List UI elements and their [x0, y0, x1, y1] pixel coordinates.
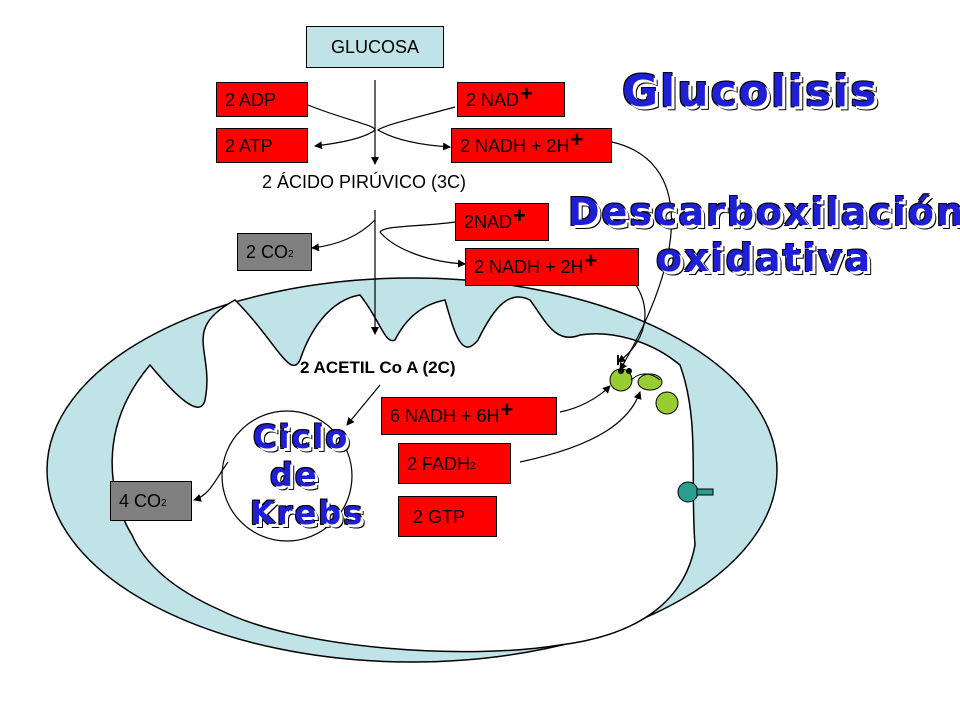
- plus-sign: +: [520, 80, 533, 106]
- nadh-box-3: 6 NADH + 6H+: [381, 397, 557, 435]
- oxidative-decarboxylation-title-line1: Descarboxilación: [568, 190, 960, 234]
- atp-label: 2 ATP: [225, 135, 273, 156]
- nad-label-1: 2 NAD: [466, 89, 520, 110]
- atp-synthase: [677, 481, 699, 503]
- nad-label-2: 2NAD: [464, 212, 513, 232]
- curve-co2-release: [311, 219, 376, 252]
- fadh-subscript: 2: [470, 460, 476, 472]
- co2-subscript-1: 2: [288, 249, 294, 260]
- glucose-box: GLUCOSA: [306, 26, 444, 68]
- co2-subscript-2: 2: [161, 498, 167, 509]
- arrow-acetyl-to-krebs: [346, 384, 381, 426]
- plus-sign: +: [513, 203, 526, 228]
- adp-label: 2 ADP: [225, 89, 277, 110]
- fadh-label: 2 FADH: [407, 453, 471, 474]
- atp-box: 2 ATP: [216, 128, 308, 163]
- krebs-title-line1: Ciclo: [253, 418, 350, 456]
- glucose-label: GLUCOSA: [330, 37, 420, 57]
- glycolysis-title: Glucolisis: [622, 66, 879, 117]
- arrow-fadh-to-etc: [519, 391, 642, 463]
- electron-transport-chain: [609, 355, 714, 503]
- etc-complex-3: [655, 391, 679, 415]
- nadh-label-1: 2 NADH + 2H: [460, 135, 570, 156]
- gtp-label: 2 GTP: [413, 506, 466, 527]
- nadh-label-3: 6 NADH + 6H: [390, 406, 500, 426]
- acetyl-coa-label: 2 ACETIL Co A (2C): [300, 358, 456, 377]
- oxidative-decarboxylation-title-line2: oxidativa: [656, 236, 873, 280]
- curve-nad2-nadh2: [379, 221, 466, 268]
- nadh-label-2: 2 NADH + 2H: [474, 257, 584, 277]
- krebs-cycle-circle: [221, 410, 353, 542]
- krebs-title-line2: de: [270, 456, 319, 494]
- co2-label-1: 2 CO: [246, 242, 289, 262]
- plus-sign: +: [500, 397, 514, 422]
- curve-adp-atp: [307, 104, 376, 150]
- gtp-box: 2 GTP: [398, 496, 497, 537]
- plus-sign: +: [570, 126, 584, 152]
- curve-nad-nadh: [376, 106, 456, 151]
- pyruvic-acid-label: 2 ÁCIDO PIRÚVICO (3C): [262, 172, 467, 192]
- nad-box-2: 2NAD+: [455, 203, 549, 241]
- arrow-krebs-to-co2: [193, 461, 229, 502]
- nad-box-1: 2 NAD+: [457, 82, 565, 117]
- arrow-nadh3-to-etc: [559, 385, 611, 413]
- nadh-box-1: 2 NADH + 2H+: [451, 128, 612, 163]
- nadh-box-2: 2 NADH + 2H+: [465, 248, 639, 286]
- plus-sign: +: [584, 248, 598, 273]
- krebs-title-line3: Krebs: [250, 494, 365, 532]
- etc-complex-2: [637, 373, 663, 391]
- co2-label-2: 4 CO: [119, 491, 162, 511]
- adp-box: 2 ADP: [216, 82, 308, 117]
